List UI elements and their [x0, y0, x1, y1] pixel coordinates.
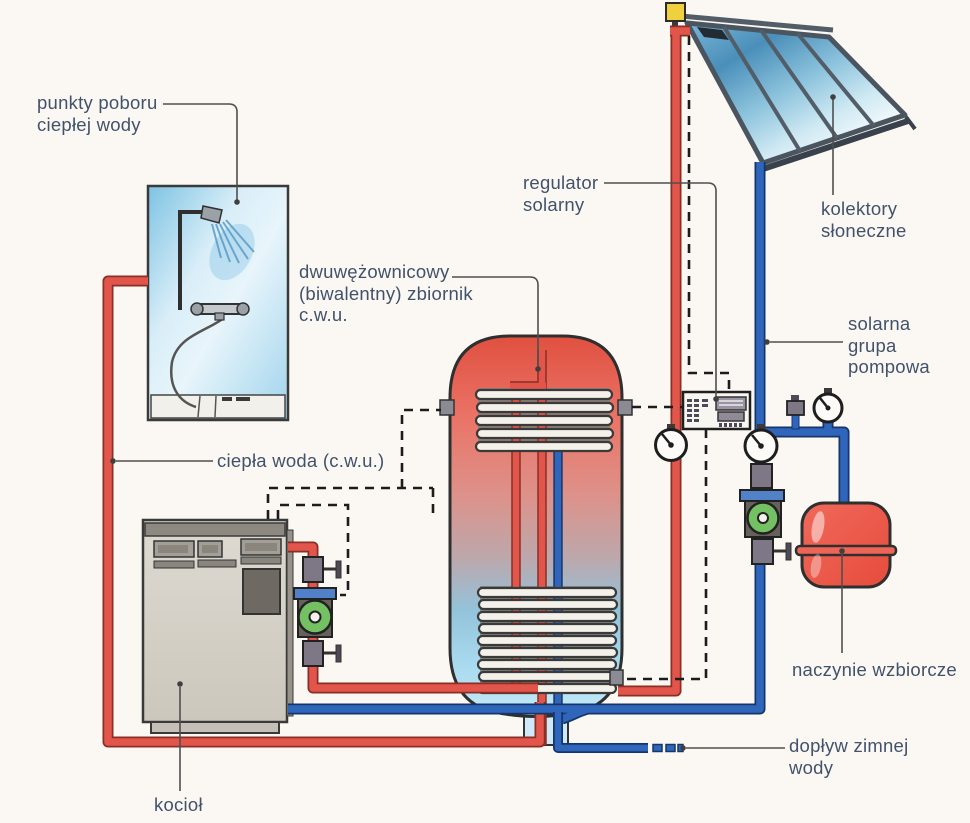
- label-line: wody: [789, 756, 834, 778]
- shutoff-valve: [302, 556, 342, 583]
- tank-sensor-port-right: [617, 399, 633, 416]
- label-line: dopływ zimnej: [789, 735, 909, 756]
- label-line: punkty poboru: [37, 92, 158, 113]
- label-solar-pump-group: solarna grupa pompowa: [848, 313, 930, 378]
- label-pointer-lines: [116, 99, 843, 791]
- label-expansion-vessel: naczynie wzbiorcze: [792, 659, 957, 681]
- label-line: naczynie wzbiorcze: [792, 659, 957, 680]
- collector-absorber-strip: [697, 27, 729, 40]
- solar-collector: [665, 2, 917, 173]
- label-line: grupa: [848, 334, 897, 356]
- solar-pump-group: [654, 388, 844, 565]
- solar-circulation-pump: [744, 500, 782, 538]
- tank-sensor-port-lower: [609, 669, 624, 686]
- label-line: dwuwężownicowy: [299, 261, 450, 282]
- label-hot-water: ciepła woda (c.w.u.): [217, 450, 384, 472]
- label-line: ciepłej wody: [37, 113, 141, 135]
- shower-tray: [150, 394, 286, 419]
- label-line: słoneczne: [821, 219, 907, 241]
- hot-water-pipe: [102, 275, 546, 748]
- label-pointer-dots: [110, 94, 845, 751]
- label-line: (biwalentny) zbiornik: [299, 282, 473, 304]
- label-cold-water: dopływ zimnej wody: [789, 735, 908, 778]
- solar-return-pipe: [288, 162, 850, 725]
- boiler-control-panels: [153, 538, 282, 569]
- label-solar-regulator: regulator solarny: [523, 172, 598, 215]
- tank-sensor-port-left: [439, 399, 455, 416]
- regulator-display: [715, 396, 747, 411]
- pressure-gauge: [654, 424, 688, 462]
- label-boiler: kocioł: [154, 794, 203, 816]
- circulation-pump: [297, 598, 333, 638]
- shower-mixer-tap: [169, 302, 250, 409]
- boiler-pump-cable: [276, 503, 350, 597]
- storage-tank: [439, 334, 633, 746]
- label-line: solarna: [848, 313, 911, 334]
- tank-lower-sensor-cable: [624, 429, 708, 681]
- air-vent-valve: [786, 395, 805, 430]
- boiler-control-cable: [266, 408, 441, 519]
- lower-heating-coil: [476, 586, 619, 695]
- pressure-gauge: [743, 424, 779, 464]
- shower-unit: [146, 184, 290, 422]
- pressure-gauge: [812, 388, 844, 424]
- boiler-firebox-door: [242, 568, 281, 615]
- label-line: c.w.u.: [299, 304, 348, 325]
- shower-head-icon: [178, 205, 255, 310]
- collector-temp-sensor: [665, 2, 686, 29]
- shutoff-valve: [750, 463, 773, 489]
- label-line: ciepła woda (c.w.u.): [217, 450, 385, 471]
- label-line: pompowa: [848, 356, 930, 377]
- label-tank: dwuwężownicowy (biwalentny) zbiornik c.w…: [299, 261, 473, 326]
- label-line: kolektory: [821, 198, 898, 219]
- label-line: regulator: [523, 172, 599, 193]
- label-collectors: kolektory słoneczne: [821, 198, 907, 241]
- shutoff-valve: [751, 538, 792, 565]
- shutoff-valve: [302, 640, 342, 667]
- boiler-pump-group: [293, 556, 342, 667]
- upper-heating-coil: [474, 388, 615, 453]
- solar-supply-pipe: [618, 25, 690, 697]
- label-line: solarny: [523, 193, 585, 215]
- collector-sensor-cable: [687, 36, 731, 391]
- cold-water-inlet-dashes: [652, 743, 684, 753]
- label-tap-points: punkty poboru ciepłej wody: [37, 92, 158, 135]
- label-line: kocioł: [154, 794, 203, 815]
- boiler: [141, 518, 294, 734]
- expansion-vessel: [794, 501, 898, 589]
